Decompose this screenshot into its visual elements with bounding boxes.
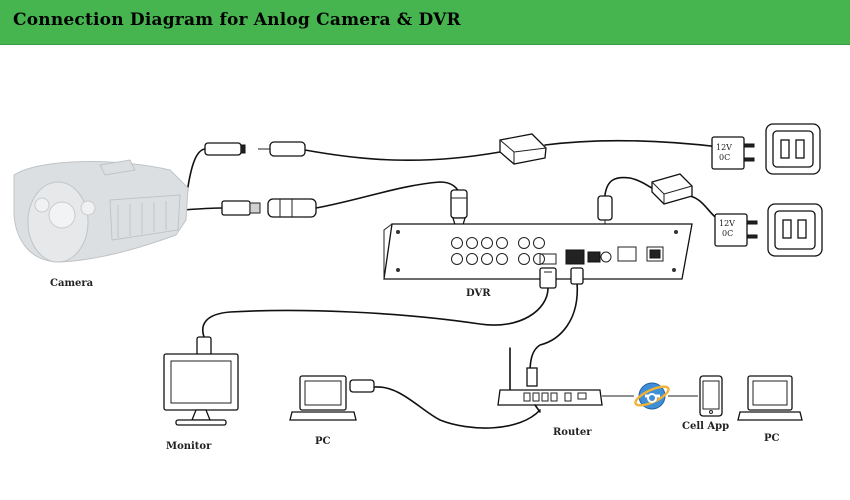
pc-right-label: PC bbox=[764, 433, 780, 444]
browser-icon bbox=[634, 382, 670, 410]
outlet-icon bbox=[711, 123, 821, 175]
cell-app-label: Cell App bbox=[682, 421, 729, 432]
monitor-label: Monitor bbox=[166, 441, 212, 452]
vga-connector bbox=[539, 267, 557, 289]
rj45-connector bbox=[570, 267, 584, 285]
power-adapter-icon-2 bbox=[651, 173, 693, 205]
outlet-icon-2 bbox=[714, 203, 823, 257]
laptop-icon bbox=[289, 375, 375, 421]
top-power-cord bbox=[544, 139, 721, 148]
phone-icon bbox=[699, 375, 723, 417]
laptop-icon-2 bbox=[737, 375, 803, 421]
camera-label: Camera bbox=[50, 278, 94, 289]
vga-cable bbox=[202, 287, 549, 338]
top-adapter-type: 0C bbox=[719, 153, 730, 162]
dvr-bnc-plug bbox=[450, 189, 468, 229]
monitor-icon bbox=[163, 336, 239, 426]
dvr-network-cable bbox=[529, 281, 579, 374]
router-icon bbox=[497, 347, 603, 413]
pc-network-cable bbox=[373, 386, 541, 429]
dvr-label: DVR bbox=[466, 288, 491, 299]
camera-icon bbox=[13, 159, 189, 263]
router-label: Router bbox=[553, 427, 592, 438]
dc-power-connector bbox=[204, 141, 306, 157]
power-adapter-icon bbox=[499, 133, 547, 165]
camera-power-cable bbox=[304, 149, 501, 162]
bnc-connector bbox=[221, 198, 317, 218]
video-cable bbox=[315, 181, 461, 209]
page-title: Connection Diagram for Anlog Camera & DV… bbox=[13, 10, 461, 30]
camera-power-lead bbox=[185, 148, 206, 201]
header-bar: Connection Diagram for Anlog Camera & DV… bbox=[0, 0, 850, 45]
dvr-icon bbox=[383, 223, 693, 280]
bottom-adapter-voltage: 12V bbox=[719, 219, 735, 228]
pc-left-label: PC bbox=[315, 436, 331, 447]
dvr-power-cord bbox=[604, 176, 653, 196]
bottom-adapter-type: 0C bbox=[722, 229, 733, 238]
top-adapter-voltage: 12V bbox=[716, 143, 732, 152]
